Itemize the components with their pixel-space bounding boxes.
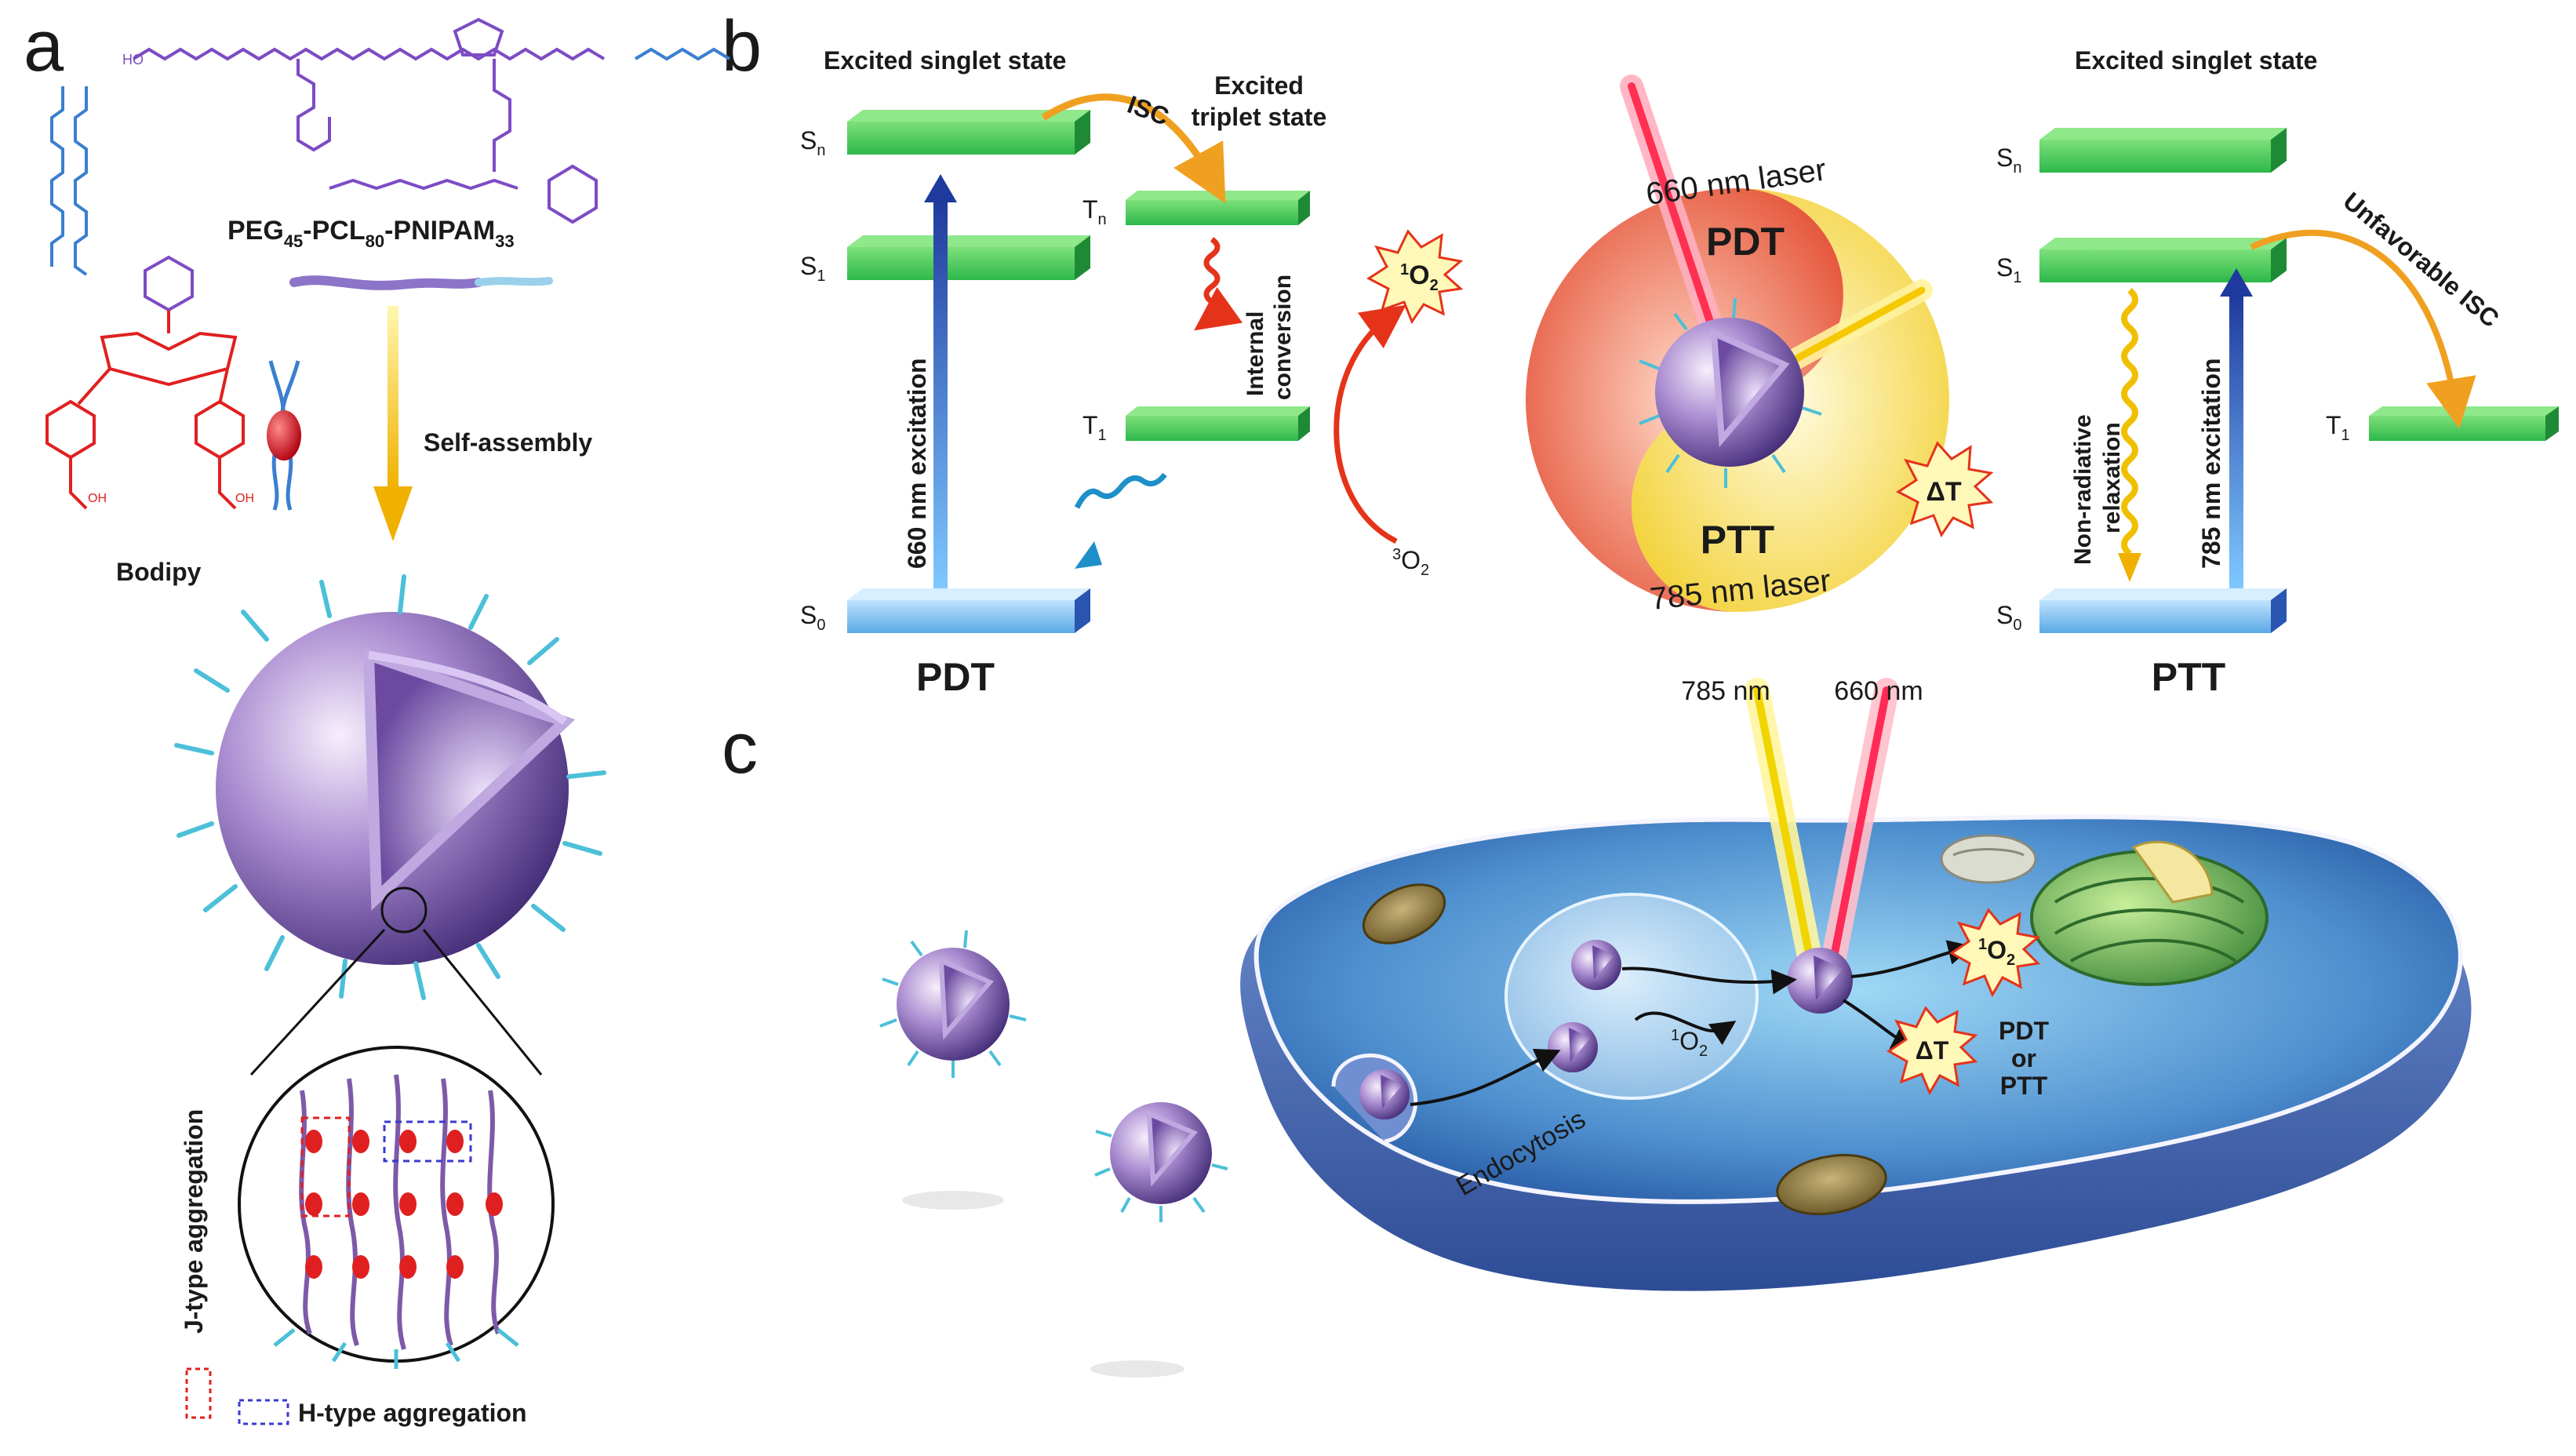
excited-triplet-label-2: triplet state	[1192, 103, 1326, 131]
non-radiative-relaxation-arrow	[2121, 287, 2138, 557]
level-tn	[1126, 191, 1310, 225]
label-660-nm: 660 nm	[1834, 676, 1923, 706]
arrow-to-singlet-oxygen	[1850, 940, 1974, 978]
panel-c-letter: c	[722, 708, 758, 788]
nonrad-label-2: relaxation	[2099, 422, 2125, 533]
ptt-label-c: PTT	[2000, 1072, 2048, 1100]
delta-t-burst-b: ΔT	[1896, 441, 1994, 538]
bodipy-structure: OH OH	[45, 86, 254, 510]
pdt-bottom-label: PDT	[916, 655, 995, 699]
self-assembly-arrow	[387, 306, 398, 490]
s1-left-label: S1	[800, 252, 825, 285]
pdt-label-c: PDT	[1999, 1017, 2049, 1045]
panel-c: 785 nm 660 nm 1O2 1O2	[879, 676, 2472, 1378]
bodipy-label: Bodipy	[116, 558, 202, 586]
sn-right-label: Sn	[1996, 144, 2021, 177]
oxygen-conversion-arrow	[1333, 304, 1406, 544]
s0-right-label: S0	[1996, 601, 2021, 634]
internal-conversion-label-2: conversion	[1270, 275, 1296, 400]
excited-singlet-right-label: Excited singlet state	[2075, 46, 2317, 75]
triplet-oxygen-label: 3O2	[1392, 546, 1429, 579]
bodipy-schematic	[267, 360, 301, 511]
arrow-endocytosis	[1410, 1049, 1561, 1106]
svg-text:1O2: 1O2	[1978, 936, 2015, 969]
nanoparticle-in-vesicle-1	[1571, 940, 1621, 990]
excited-singlet-left-label: Excited singlet state	[824, 46, 1066, 75]
or-label-c: or	[2011, 1044, 2036, 1072]
svg-text:OH: OH	[235, 492, 254, 505]
svg-text:HO: HO	[122, 52, 144, 67]
polymer-structure: HO	[122, 17, 731, 224]
sn-left-label: Sn	[800, 126, 825, 159]
singlet-oxygen-burst-b: 1O2	[1366, 229, 1464, 325]
level-t1-right	[2369, 406, 2559, 441]
isc-label: ISC	[1124, 90, 1173, 131]
excitation-785-arrow	[2229, 294, 2243, 588]
nanoparticle-outside-2	[1090, 1102, 1228, 1378]
delta-t-burst-c: ΔT	[1887, 1006, 1978, 1096]
large-nanoparticle	[174, 574, 606, 1000]
level-s1-right	[2039, 238, 2287, 282]
isc-arrow	[1041, 93, 1226, 204]
level-t1-left	[1126, 406, 1310, 441]
singlet-oxygen-burst-c: 1O2	[1949, 908, 2041, 998]
ptt-center-label: PTT	[1701, 518, 1774, 562]
internal-conversion-label-1: Internal	[1243, 311, 1268, 396]
self-assembly-label: Self-assembly	[424, 428, 592, 457]
excitation-660-arrow	[933, 200, 948, 588]
nanoparticle-outside-1	[879, 930, 1027, 1210]
j-type-label: J-type aggregation	[180, 1109, 208, 1334]
aggregation-zoom-circle	[238, 1046, 555, 1369]
panel-a-letter: a	[24, 6, 64, 86]
pdt-center-label: PDT	[1706, 220, 1785, 264]
excitation-785-label: 785 nm excitation	[2197, 358, 2225, 569]
panel-b: Excited singlet state Excited triplet st…	[800, 46, 2559, 699]
internal-conversion-arrow	[1194, 237, 1243, 331]
inner-o2-label: 1O2	[1671, 1027, 1708, 1060]
level-sn-left	[847, 110, 1090, 155]
phosphorescence-wave	[1074, 472, 1167, 509]
s1-right-label: S1	[1996, 253, 2021, 286]
h-type-label: H-type aggregation	[298, 1399, 527, 1427]
level-s0-right	[2039, 588, 2287, 633]
polymer-chain-schematic	[289, 275, 483, 290]
nanoparticle-in-vesicle-2	[1548, 1022, 1598, 1072]
nanoparticle-irradiated	[1787, 948, 1853, 1014]
t1-left-label: T1	[1082, 411, 1107, 444]
cell	[1240, 814, 2472, 1291]
panel-b-letter: b	[722, 6, 762, 86]
arrow-vesicle-to-irradiated	[1621, 966, 1797, 995]
excitation-660-label: 660 nm excitation	[903, 358, 931, 569]
nanoparticle-in-pocket	[1359, 1069, 1410, 1119]
level-sn-right	[2039, 128, 2287, 173]
svg-text:ΔT: ΔT	[1916, 1036, 1949, 1065]
label-785-nm: 785 nm	[1681, 676, 1770, 706]
t1-right-label: T1	[2326, 411, 2350, 444]
svg-text:1O2: 1O2	[1400, 260, 1439, 294]
svg-text:ΔT: ΔT	[1926, 477, 1961, 507]
nonrad-label-1: Non-radiative	[2070, 414, 2096, 565]
h-type-legend-box	[238, 1399, 289, 1425]
pdt-ptt-center-graphic	[1526, 75, 1949, 612]
tn-label: Tn	[1082, 195, 1107, 228]
level-s0-left	[847, 588, 1090, 633]
arrow-to-heat	[1842, 999, 1918, 1050]
svg-text:OH: OH	[88, 492, 107, 505]
j-type-legend-box	[185, 1367, 212, 1419]
ptt-bottom-label: PTT	[2152, 655, 2225, 699]
s0-left-label: S0	[800, 601, 825, 634]
excited-triplet-label-1: Excited	[1214, 71, 1304, 100]
arrow-inner-o2	[1634, 1011, 1737, 1046]
level-s1-left	[847, 235, 1090, 280]
polymer-label: PEG45-PCL80-PNIPAM33	[227, 216, 515, 251]
panel-a: HO PEG45-PCL80-PNIPAM33 OH OH	[45, 17, 731, 1427]
unfavorable-isc-arrow	[2250, 229, 2476, 429]
unfavorable-isc-label: Unfavorable ISC	[2338, 187, 2505, 333]
